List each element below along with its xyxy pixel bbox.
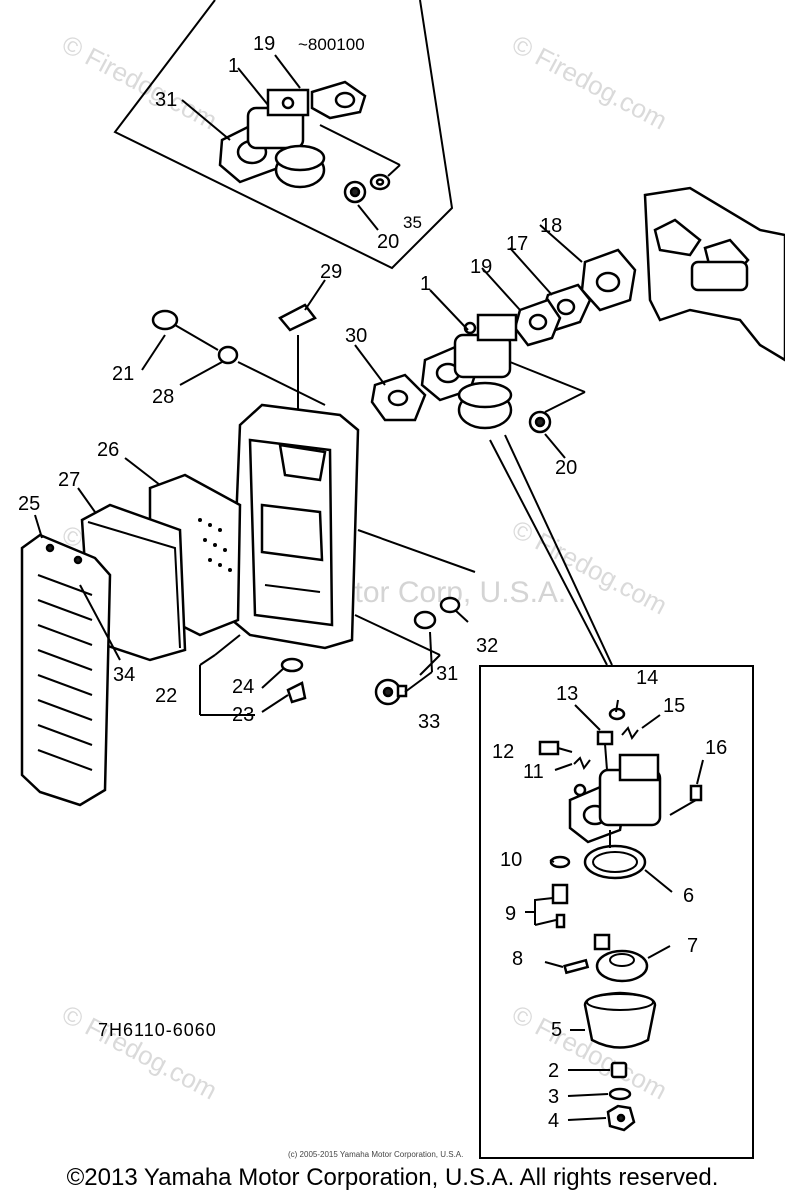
label-part-7: 7 [687,935,698,957]
screw-13 [596,730,614,771]
label-part-24: 24 [232,676,254,698]
gasket-18 [580,248,637,312]
carburetor-inset [246,88,326,189]
spring-11 [573,756,591,771]
washer-10 [549,855,571,869]
fine-print: (c) 2005-2015 Yamaha Motor Corporation, … [288,1150,463,1159]
plate-29 [278,303,317,332]
label-part-8: 8 [512,948,523,970]
label-part-31: 31 [436,663,458,685]
drain-nut-4 [606,1104,636,1132]
pin-8 [563,958,590,975]
label-part-16: 16 [705,737,727,759]
engine-block [643,186,785,362]
label-part-20: 20 [555,457,577,479]
label-part-25: 25 [18,493,40,515]
label-part-1: 1 [420,273,431,295]
label-part-26: 26 [97,439,119,461]
washer-35 [369,173,391,191]
inset-older-model [113,0,454,270]
copyright-footer: ©2013 Yamaha Motor Corporation, U.S.A. A… [66,1164,719,1191]
label-part-35: 35 [403,213,422,232]
carburetor-1 [420,313,518,430]
grommet-32 [439,596,461,614]
label-part-22: 22 [155,685,177,707]
nut-28 [217,345,239,365]
label-part-3: 3 [548,1086,559,1108]
callout-labels: 1 19 ~800100 31 35 20 18 17 19 1 29 30 2… [18,33,727,1132]
label-part-29: 29 [320,261,342,283]
gasket-6 [583,844,647,880]
carburetor-body [568,753,662,844]
label-part-19: 19 [470,256,492,278]
screw-12 [538,740,573,756]
label-part-31: 31 [155,89,177,111]
bolt-33 [374,678,408,706]
jet-9 [551,883,569,929]
grommet-24 [280,657,304,673]
label-part-6: 6 [683,885,694,907]
screw-14 [608,699,626,721]
screw-16 [689,784,703,802]
label-part-15: 15 [663,695,685,717]
carburetor-detail-box: (c) 2005-2015 Yamaha Motor Corporation, … [288,665,754,1159]
label-part-4: 4 [548,1110,559,1132]
label-part-33: 33 [418,711,440,733]
float-bowl-5 [583,991,657,1049]
label-part-9: 9 [505,903,516,925]
label-part-34: 34 [113,664,135,686]
gasket-19 [513,298,562,347]
label-part-30: 30 [345,325,367,347]
cover-25 [20,533,112,807]
label-part-20: 20 [377,231,399,253]
gasket-19-inset [310,80,367,120]
spring-15 [621,726,639,741]
nut-20-inset [343,180,367,204]
screw-31 [413,610,437,630]
washer-3 [608,1087,632,1101]
label-part-32: 32 [476,635,498,657]
label-part-2: 2 [548,1060,559,1082]
label-part-17: 17 [506,233,528,255]
clip-23 [286,681,307,704]
bolt-21 [151,309,219,351]
label-part-10: 10 [500,849,522,871]
label-part-18: 18 [540,215,562,237]
label-part-1: 1 [228,55,239,77]
watermark-site: © Firedog.com [57,999,222,1106]
label-part-12: 12 [492,741,514,763]
label-part-27: 27 [58,469,80,491]
label-part-13: 13 [556,683,578,705]
label-part-28: 28 [152,386,174,408]
label-serial: ~800100 [298,35,365,54]
bolt-2 [610,1061,628,1079]
air-cleaner-case-22 [230,403,360,650]
label-part-19: 19 [253,33,275,55]
gasket-30 [370,373,427,422]
label-part-14: 14 [636,667,658,689]
label-part-21: 21 [112,363,134,385]
label-part-5: 5 [551,1019,562,1041]
watermark-site: © Firedog.com [507,29,672,136]
diagram-code: 7H6110-6060 [98,1020,217,1040]
label-part-11: 11 [523,761,544,783]
nut-20 [528,410,552,434]
label-part-23: 23 [232,704,254,726]
watermark-site: © Firedog.com [57,29,222,136]
float-7 [593,933,649,983]
